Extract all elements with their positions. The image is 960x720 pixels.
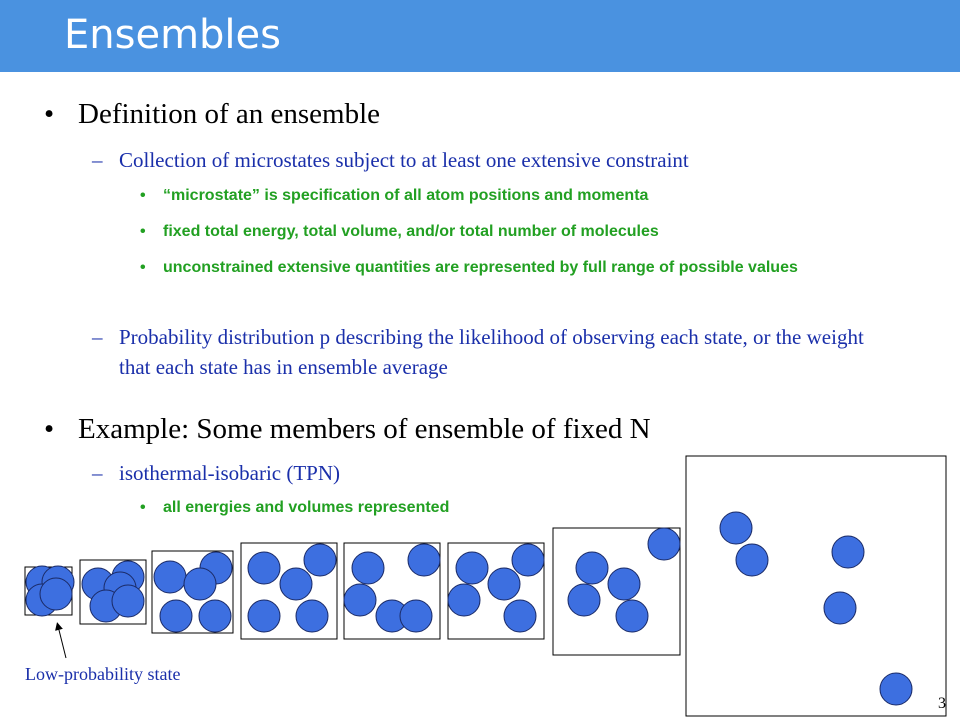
- atom: [487, 567, 521, 601]
- bullet-dot: •: [44, 413, 55, 445]
- slide-number: 3: [938, 695, 946, 712]
- atom: [567, 583, 601, 617]
- title-bar: Ensembles: [0, 0, 960, 72]
- state-box: [343, 542, 441, 640]
- item-dot: •: [140, 223, 146, 240]
- caption-arrow: [55, 622, 67, 659]
- low-probability-caption: Low-probability state: [25, 664, 181, 684]
- atom: [607, 567, 641, 601]
- atom: [447, 583, 481, 617]
- atom: [575, 551, 609, 585]
- atoms: [25, 511, 913, 706]
- atom: [511, 543, 545, 577]
- slide-title: Ensembles: [64, 12, 281, 58]
- atom: [183, 567, 217, 601]
- atom: [503, 599, 537, 633]
- atom: [823, 591, 857, 625]
- bullet-dot: •: [44, 98, 55, 130]
- state-box: [447, 542, 545, 640]
- item-text: fixed total energy, total volume, and/or…: [163, 223, 659, 240]
- atom: [343, 583, 377, 617]
- atom: [295, 599, 329, 633]
- bullet-example: • Example: Some members of ensemble of f…: [44, 412, 651, 446]
- state-box: [240, 542, 338, 640]
- sub-dash: –: [92, 148, 103, 172]
- item-dot: •: [140, 499, 146, 516]
- sub-text: Collection of microstates subject to at …: [119, 148, 689, 172]
- atom: [719, 511, 753, 545]
- atom: [399, 599, 433, 633]
- atom: [279, 567, 313, 601]
- atom: [198, 599, 232, 633]
- atom: [831, 535, 865, 569]
- state-box: [552, 527, 681, 656]
- atom: [159, 599, 193, 633]
- atom: [111, 584, 145, 618]
- bullet-definition: • Definition of an ensemble: [44, 97, 380, 131]
- atom: [647, 527, 681, 561]
- state-box: [151, 550, 234, 634]
- item-dot: •: [140, 187, 146, 204]
- item-text: unconstrained extensive quantities are r…: [163, 259, 798, 276]
- atom: [407, 543, 441, 577]
- sub-dash: –: [92, 325, 103, 349]
- atom: [735, 543, 769, 577]
- item-text: “microstate” is specification of all ato…: [163, 187, 649, 204]
- atom: [39, 577, 73, 611]
- state-box: [79, 559, 147, 625]
- atom: [351, 551, 385, 585]
- atom: [303, 543, 337, 577]
- atom: [615, 599, 649, 633]
- atom: [247, 551, 281, 585]
- sub-text: isothermal-isobaric (TPN): [119, 461, 341, 485]
- atom: [455, 551, 489, 585]
- state-boxes: [24, 455, 947, 717]
- atom: [879, 672, 913, 706]
- state-box: [685, 455, 947, 717]
- bullet-text: Example: Some members of ensemble of fix…: [78, 413, 651, 445]
- sub-text: Probability distribution p describing th…: [119, 325, 864, 379]
- sub-dash: –: [92, 461, 103, 485]
- atom: [153, 560, 187, 594]
- item-text: all energies and volumes represented: [163, 499, 450, 516]
- item-dot: •: [140, 259, 146, 276]
- bullet-text: Definition of an ensemble: [78, 98, 380, 130]
- atom: [247, 599, 281, 633]
